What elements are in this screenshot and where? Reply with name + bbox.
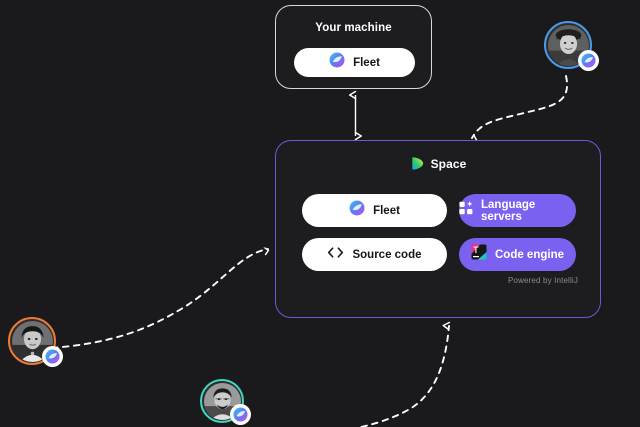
- fleet-icon: [233, 407, 248, 422]
- chip-language-servers[interactable]: Language servers: [459, 194, 576, 227]
- fleet-badge: [42, 346, 63, 367]
- space-panel: Space Fleet: [275, 140, 601, 318]
- fleet-badge: [230, 404, 251, 425]
- connector-avatar-top-right-to-space: [469, 75, 568, 142]
- connector-avatar-bottom-left-to-space: [51, 249, 268, 349]
- avatar-bottom-left[interactable]: [8, 317, 63, 367]
- fleet-badge: [578, 50, 599, 71]
- space-chip-grid: Fleet Language servers: [302, 194, 576, 271]
- avatar-top-right[interactable]: [544, 21, 599, 71]
- space-title: Space: [430, 156, 467, 171]
- chip-label: Code engine: [494, 248, 564, 261]
- chip-label: Fleet: [353, 56, 380, 69]
- fleet-icon: [581, 53, 596, 68]
- avatar-photo: [547, 24, 589, 66]
- space-logo-icon: [410, 156, 425, 171]
- chip-fleet-space[interactable]: Fleet: [302, 194, 447, 227]
- connector-avatar-bottom-center-to-space: [356, 321, 451, 427]
- fleet-icon: [349, 200, 365, 221]
- your-machine-panel: Your machine Fleet: [275, 5, 432, 89]
- avatar-bottom-center[interactable]: [200, 379, 251, 425]
- chip-source-code[interactable]: Source code: [302, 238, 447, 271]
- fleet-icon: [45, 349, 60, 364]
- your-machine-title: Your machine: [315, 22, 392, 34]
- chip-fleet-machine[interactable]: Fleet: [294, 48, 415, 77]
- chip-label: Fleet: [373, 204, 400, 217]
- language-servers-icon: [459, 201, 473, 220]
- source-code-icon: [327, 246, 344, 264]
- chip-label: Source code: [352, 248, 422, 261]
- space-header: Space: [276, 156, 600, 171]
- chip-code-engine[interactable]: Code engine: [459, 238, 576, 271]
- chip-label: Language servers: [481, 198, 536, 223]
- fleet-icon: [329, 52, 345, 73]
- powered-by-label: Powered by IntelliJ: [508, 276, 578, 285]
- intellij-icon: [471, 244, 487, 265]
